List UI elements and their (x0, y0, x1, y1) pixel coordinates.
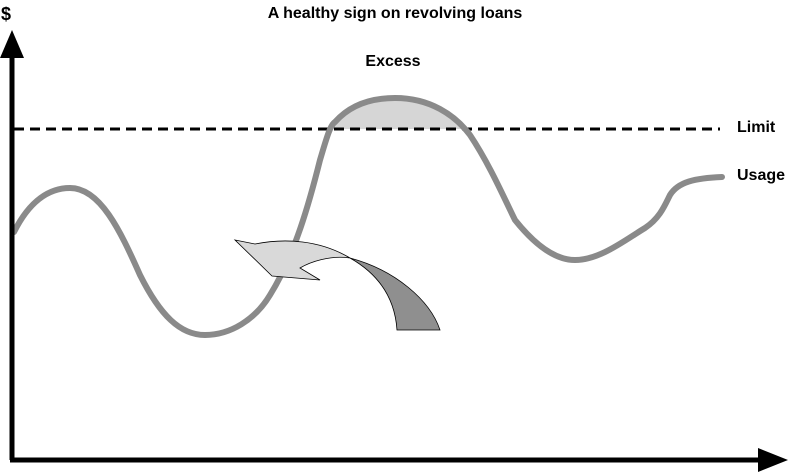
excess-label: Excess (365, 53, 420, 70)
curved-arrow-icon (233, 239, 351, 281)
x-axis-arrowhead-icon (758, 448, 788, 472)
limit-label: Limit (737, 119, 776, 136)
usage-curve (11, 95, 725, 338)
arrow-tail (349, 257, 441, 331)
diagram-title: A healthy sign on revolving loans (268, 5, 523, 22)
y-axis-label: $ (1, 4, 11, 24)
y-axis-arrowhead-icon (0, 30, 24, 58)
usage-label: Usage (737, 167, 785, 184)
